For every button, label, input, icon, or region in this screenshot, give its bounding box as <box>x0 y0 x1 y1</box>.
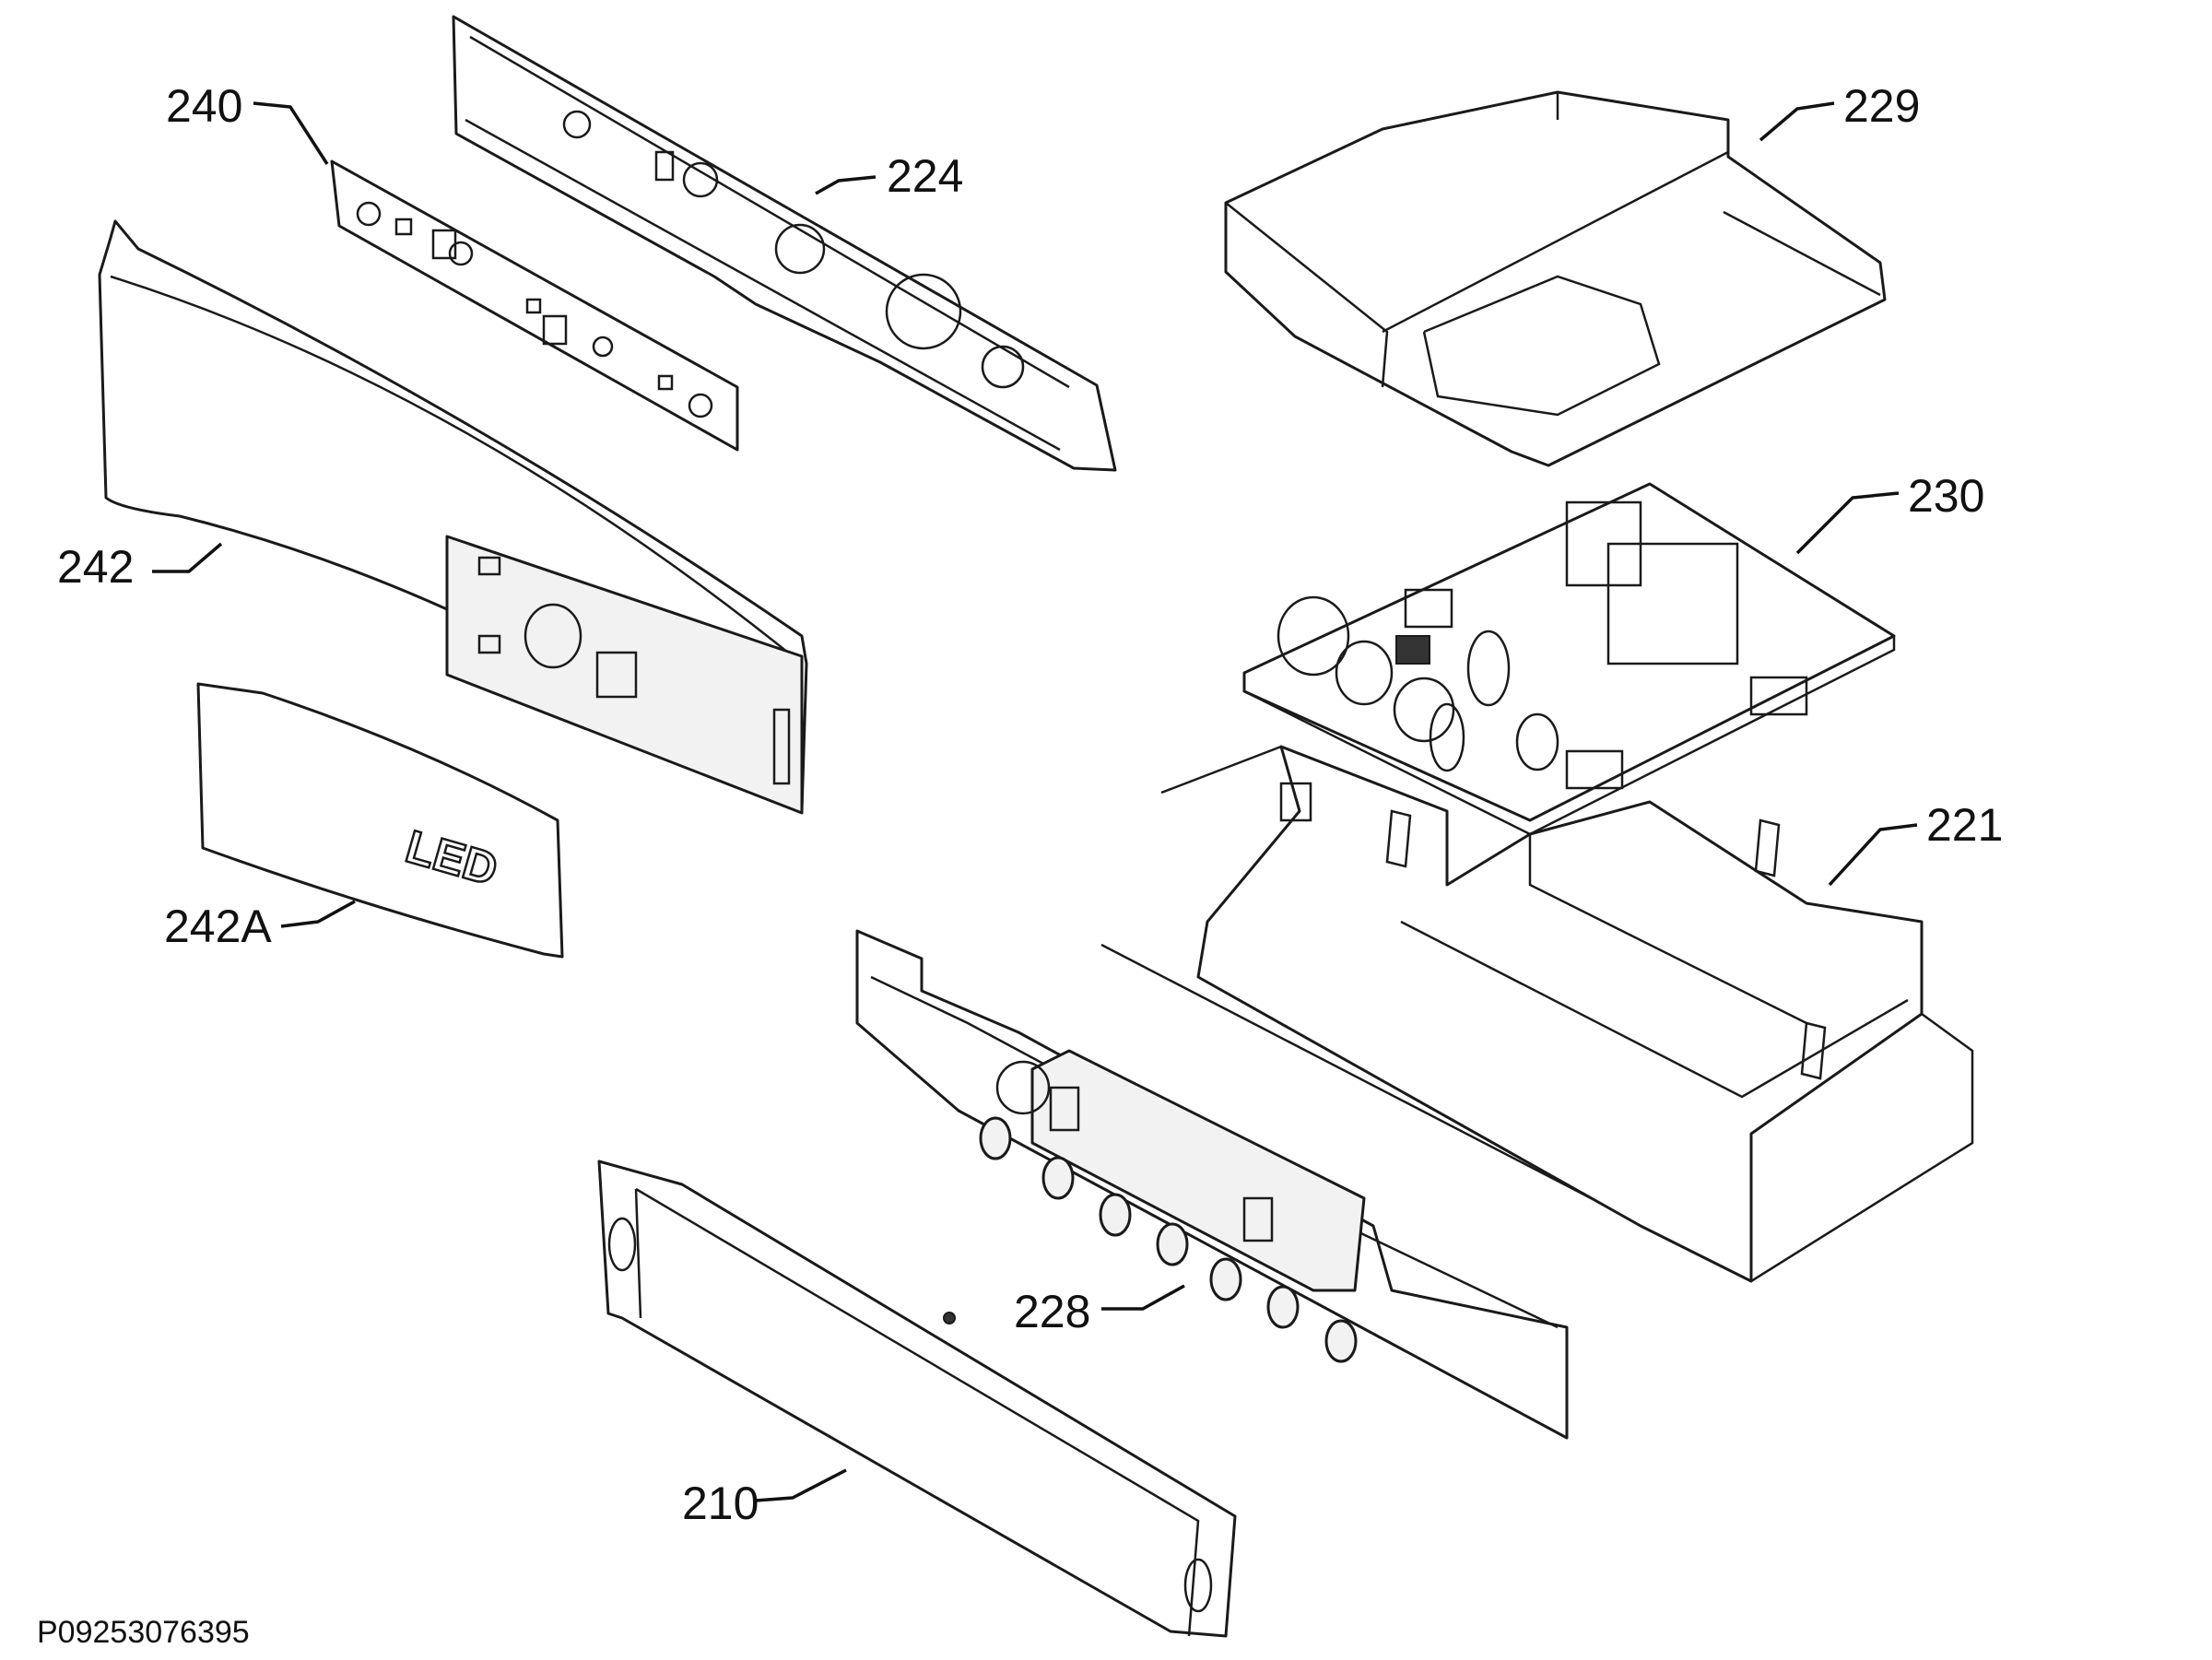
leader-221 <box>1828 823 1918 887</box>
leader-224 <box>815 175 877 195</box>
leader-242 <box>152 542 223 573</box>
part-229-top-cover <box>1224 90 1887 467</box>
callout-210: 210 <box>682 1478 759 1529</box>
part-224-bracket <box>452 15 1117 472</box>
callout-229: 229 <box>1843 80 1920 132</box>
callout-228: 228 <box>1014 1286 1090 1337</box>
callout-224: 224 <box>887 150 963 202</box>
part-228-display-board <box>855 929 1569 1440</box>
reference-code: P09253076395 <box>37 1615 250 1650</box>
leader-228 <box>1101 1284 1185 1311</box>
part-230-main-pcb <box>1242 482 1896 836</box>
leader-242a <box>280 900 356 928</box>
callout-242: 242 <box>57 541 134 593</box>
leader-230 <box>1795 491 1900 555</box>
leader-210 <box>755 1468 847 1502</box>
callout-240: 240 <box>166 80 242 132</box>
callout-242a: 242A <box>164 901 272 952</box>
part-221-housing <box>1100 745 1974 1283</box>
part-242-front-cover <box>98 219 808 815</box>
callout-221: 221 <box>1926 799 2003 851</box>
callout-230: 230 <box>1908 470 1984 522</box>
callout-labels: 240 224 229 230 242 221 242A 228 210 <box>57 80 2003 1529</box>
leader-lines <box>152 101 1918 1502</box>
part-210-display-cover <box>597 1160 1237 1638</box>
button-row <box>979 1116 1358 1363</box>
part-242a-led-cover: LED <box>196 682 564 959</box>
part-240-led-board <box>330 159 739 452</box>
leader-240 <box>253 101 329 165</box>
leader-229 <box>1759 101 1835 142</box>
